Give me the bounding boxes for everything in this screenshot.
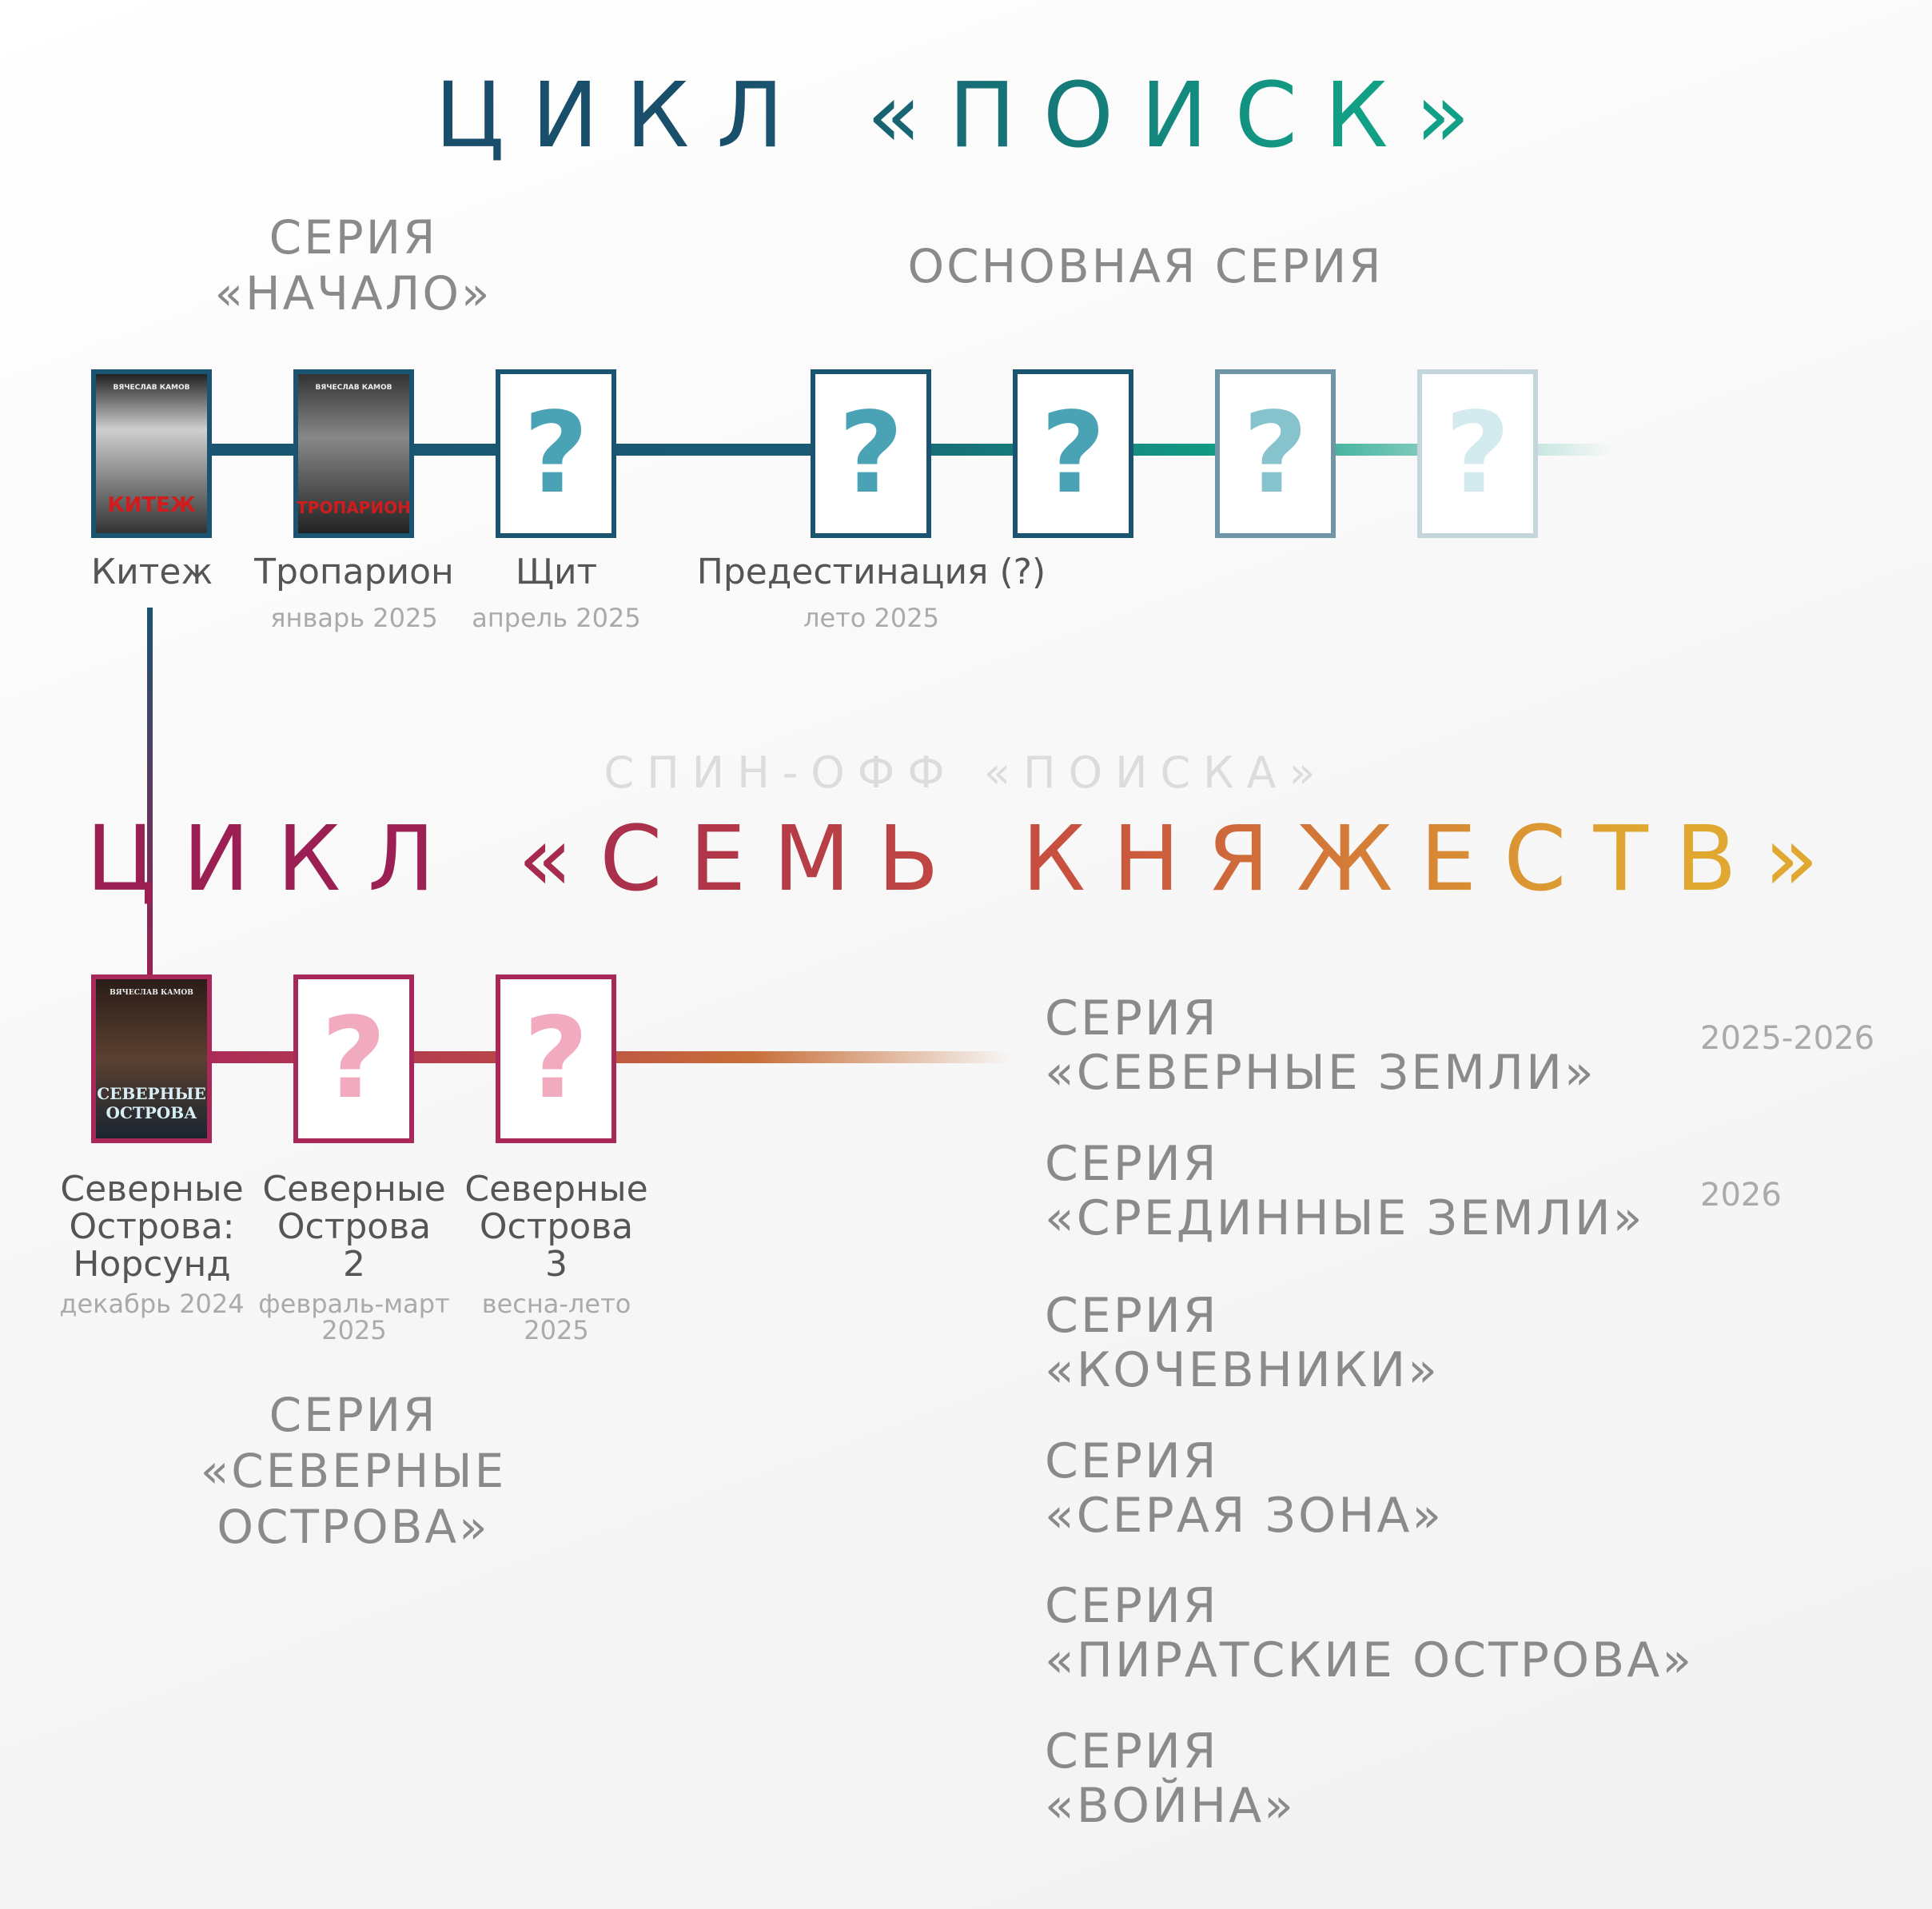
- book-placeholder-northern-islands-3[interactable]: ?: [496, 974, 616, 1143]
- series-word: СЕРИЯ: [1045, 1288, 1219, 1344]
- cover-title: ТРОПАРИОН: [297, 498, 411, 517]
- future-series-item: СЕРИЯ«ВОЙНА»: [1045, 1724, 1296, 1833]
- future-series-item: СЕРИЯ«КОЧЕВНИКИ»: [1045, 1289, 1440, 1397]
- spinoff-connector-line: [147, 608, 153, 975]
- series-name: «СЕВЕРНЫЕ ЗЕМЛИ»: [1045, 1045, 1596, 1101]
- series-main-label: ОСНОВНАЯ СЕРИЯ: [907, 239, 1384, 293]
- future-series-item: СЕРИЯ«СЕВЕРНЫЕ ЗЕМЛИ»: [1045, 991, 1596, 1100]
- book-cover-kitezh[interactable]: ВЯЧЕСЛАВ КАМОВ КИТЕЖ: [91, 369, 212, 538]
- series-name: «СЕРАЯ ЗОНА»: [1045, 1488, 1444, 1544]
- book-cover-northern-islands[interactable]: ВЯЧЕСЛАВ КАМОВ СЕВЕРНЫЕ ОСТРОВА: [91, 974, 212, 1143]
- title-line: Острова: [277, 1206, 432, 1247]
- book-cover-troparion[interactable]: ВЯЧЕСЛАВ КАМОВ ТРОПАРИОН: [293, 369, 414, 538]
- cover-author: ВЯЧЕСЛАВ КАМОВ: [113, 384, 190, 392]
- series-word: СЕРИЯ: [1045, 1578, 1219, 1634]
- book-date: январь 2025: [270, 603, 438, 633]
- cycle-seven-principalities-title: ЦИКЛ «СЕМЬ КНЯЖЕСТВ»: [0, 807, 1932, 911]
- book-placeholder[interactable]: ?: [1013, 369, 1133, 538]
- cover-title: КИТЕЖ: [107, 493, 196, 517]
- date-line: 2025: [321, 1315, 387, 1345]
- title-line: Северные: [60, 1169, 244, 1210]
- book-placeholder-shchit[interactable]: ?: [496, 369, 616, 538]
- book-placeholder-predestination[interactable]: ?: [811, 369, 931, 538]
- book-title: Тропарион: [254, 552, 454, 592]
- book-placeholder-northern-islands-2[interactable]: ?: [293, 974, 414, 1143]
- future-series-item: СЕРИЯ«СЕРАЯ ЗОНА»: [1045, 1434, 1444, 1543]
- series-northern-islands-label: СЕРИЯ «СЕВЕРНЫЕ ОСТРОВА»: [200, 1388, 507, 1554]
- series-word: СЕРИЯ: [1045, 1724, 1219, 1779]
- cover-author: ВЯЧЕСЛАВ КАМОВ: [110, 989, 193, 997]
- cover-title: СЕВЕРНЫЕ ОСТРОВА: [97, 1084, 206, 1122]
- book-date: декабрь 2024: [59, 1289, 245, 1319]
- book-date: лето 2025: [803, 603, 939, 633]
- title-line: Норсунд: [73, 1244, 231, 1285]
- book-title: Щит: [515, 552, 598, 592]
- series-name: «ПИРАТСКИЕ ОСТРОВА»: [1045, 1632, 1695, 1688]
- cycle-poisk-title: ЦИКЛ «ПОИСК»: [0, 64, 1932, 168]
- series-year: 2026: [1700, 1177, 1782, 1214]
- book-title: Предестинация (?): [696, 552, 1046, 592]
- date-line: 2025: [524, 1315, 589, 1345]
- series-name: «ВОЙНА»: [1045, 1778, 1296, 1834]
- title-line: Северные: [262, 1169, 446, 1210]
- future-series-item: СЕРИЯ«СРЕДИННЫЕ ЗЕМЛИ»: [1045, 1137, 1644, 1245]
- future-series-item: СЕРИЯ«ПИРАТСКИЕ ОСТРОВА»: [1045, 1579, 1694, 1688]
- series-nachalo-label: СЕРИЯ «НАЧАЛО»: [214, 210, 492, 321]
- title-line: Острова: [479, 1206, 634, 1247]
- title-line: Северные: [464, 1169, 648, 1210]
- series-name: «КОЧЕВНИКИ»: [1045, 1342, 1440, 1398]
- book-title: Китеж: [90, 552, 213, 592]
- spinoff-label: СПИН-ОФФ «ПОИСКА»: [604, 747, 1328, 798]
- series-word: СЕРИЯ: [1045, 990, 1219, 1046]
- series-year: 2025-2026: [1700, 1020, 1875, 1057]
- book-placeholder[interactable]: ?: [1417, 369, 1538, 538]
- book-date: апрель 2025: [472, 603, 641, 633]
- book-placeholder[interactable]: ?: [1215, 369, 1336, 538]
- title-line: 2: [343, 1244, 365, 1285]
- date-line: весна-лето: [481, 1289, 631, 1319]
- series-word: СЕРИЯ: [1045, 1136, 1219, 1192]
- title-line: Острова:: [69, 1206, 235, 1247]
- date-line: февраль-март: [258, 1289, 450, 1319]
- series-word: СЕРИЯ: [1045, 1433, 1219, 1489]
- title-line: 3: [545, 1244, 568, 1285]
- cover-author: ВЯЧЕСЛАВ КАМОВ: [315, 384, 392, 392]
- series-name: «СРЕДИННЫЕ ЗЕМЛИ»: [1045, 1190, 1645, 1246]
